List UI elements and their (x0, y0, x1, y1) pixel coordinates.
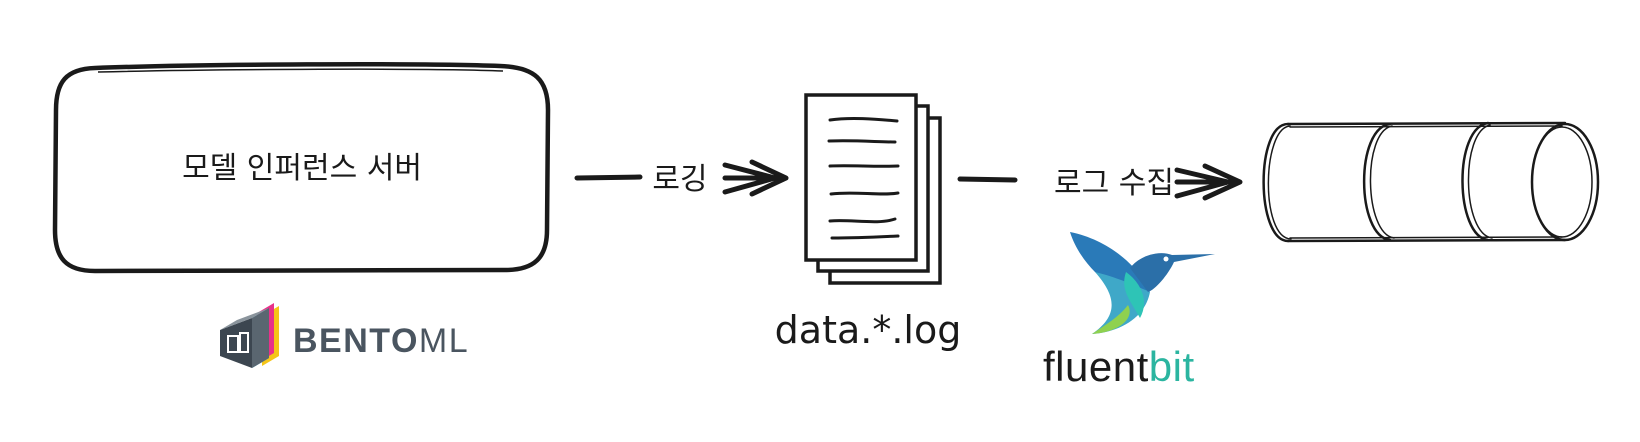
cylinder-left-end-sketch (1267, 125, 1292, 240)
document-front (804, 93, 918, 262)
edge-collect-label: 로그 수집 (1054, 166, 1174, 201)
bentoml-text-ml: ML (419, 322, 469, 360)
server-label: 모델 인퍼런스 서버 (182, 151, 422, 186)
cylinder-segment-2-sketch (1467, 124, 1493, 239)
edge-collect: 로그 수집 (957, 163, 1243, 201)
cylinder-segment-2 (1461, 121, 1490, 242)
server-box-sketch-line (97, 68, 504, 73)
arrow-head-icon (722, 159, 789, 197)
logfile-node: data.*.log (775, 93, 962, 352)
server-node: 모델 인퍼런스 서버 (52, 62, 551, 274)
edge-logging-label: 로깅 (652, 162, 707, 197)
bentoml-logo: BENTOML (220, 303, 469, 368)
hummingbird-icon (1070, 232, 1215, 334)
cylinder-segment-1-sketch (1369, 125, 1395, 239)
svg-text:fluentbit: fluentbit (1043, 343, 1195, 390)
edge-logging: 로깅 (574, 159, 789, 197)
edge-logging-line (574, 174, 643, 181)
cylinder-right-end-sketch (1531, 126, 1593, 238)
arrow-head-icon (1174, 163, 1243, 201)
server-box (52, 62, 551, 274)
edge-collect-line (957, 176, 1018, 183)
cylinder-left-end (1262, 122, 1290, 243)
logfile-label: data.*.log (775, 308, 962, 352)
bentoml-cube-icon (220, 303, 279, 368)
fluentbit-text-bit: bit (1149, 343, 1195, 390)
cylinder-top-line-sketch (1289, 125, 1563, 128)
cylinder-segment-1 (1362, 122, 1392, 242)
svg-text:BENTOML: BENTOML (293, 322, 469, 360)
cylinder-top-line (1286, 121, 1567, 126)
fluentbit-text-fluent: fluent (1043, 343, 1149, 390)
cylinder-bottom-line-sketch (1289, 236, 1563, 239)
fluentbit-logo: fluentbit (1043, 232, 1215, 390)
document-lines-icon (827, 116, 900, 240)
bentoml-text-bento: BENTO (293, 322, 419, 360)
storage-node (1262, 121, 1600, 243)
cylinder-bottom-line (1286, 238, 1567, 243)
